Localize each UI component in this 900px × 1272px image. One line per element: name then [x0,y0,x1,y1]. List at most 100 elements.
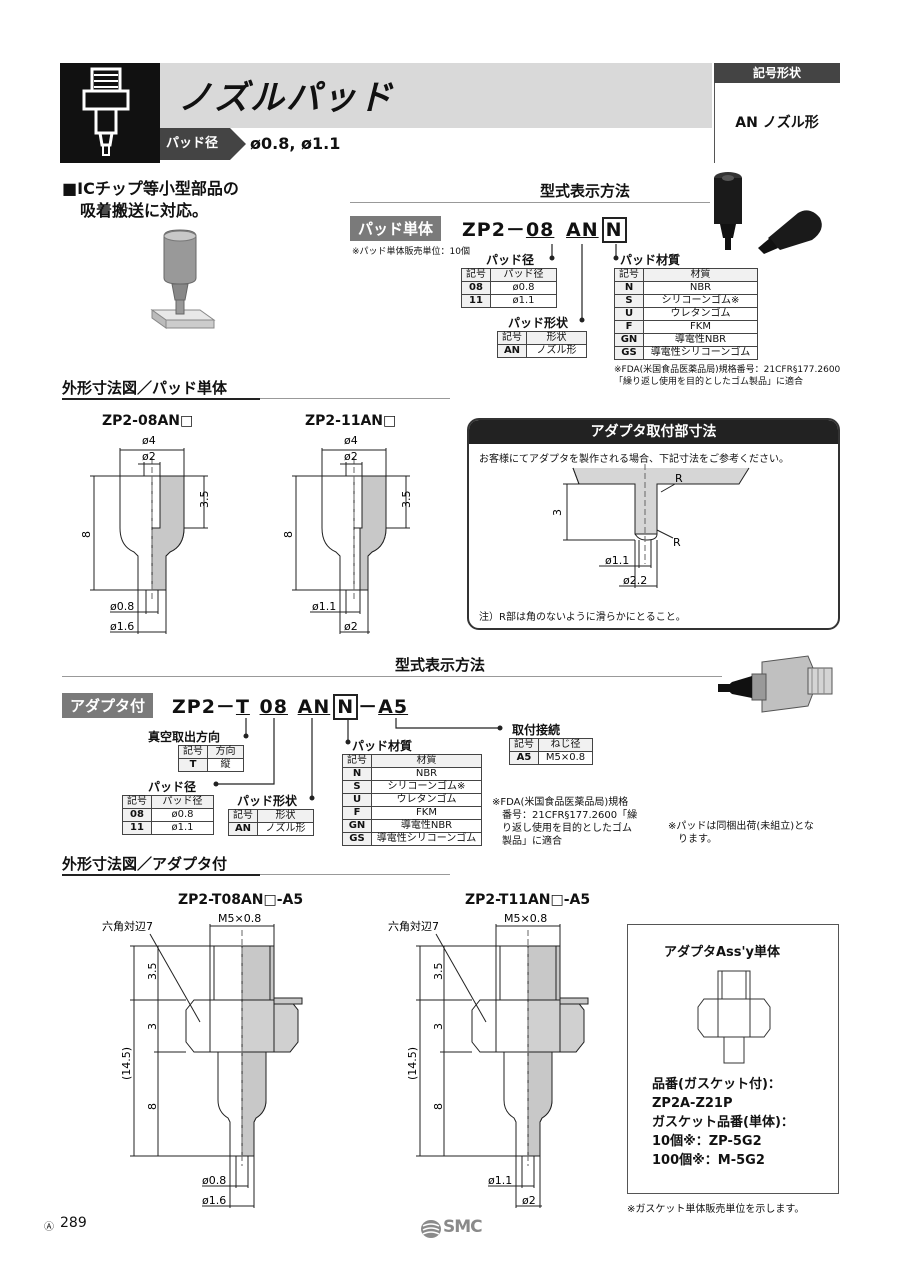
side-panel [714,63,840,163]
table-cell: 11 [122,821,152,835]
table-cell: AN [228,822,258,836]
table-cell: A5 [509,751,539,765]
order2-mount-title: 取付接続 [512,723,561,737]
table-cell: GN [614,333,644,347]
pad-illustration [150,229,216,329]
dims1-phi4-a: ø4 [142,434,156,447]
pad-dia-values: ø0.8, ø1.1 [250,134,341,153]
adapter-3: 3 [551,509,564,516]
adapter-box-title: アダプタ取付部寸法 [469,420,838,444]
adapter-box-drawing: R R 3 ø1.1 ø2.2 [551,464,750,588]
table-header: 材質 [643,268,758,282]
table-header: パッド径 [151,795,214,809]
dims1-fig1-title: ZP2-08AN□ [102,413,194,429]
order2-vac-title: 真空取出方向 [148,730,221,744]
order2-mat-title: パッド材質 [352,739,413,753]
assy-line-2: ZP2A-Z21P [652,1096,733,1111]
assy-title: アダプタAss'y単体 [664,945,780,960]
order1-leader-lines [549,244,619,323]
order2-code-a5: A5 [378,696,409,718]
table-header: 記号 [178,745,208,759]
dims2-m5-b: M5×0.8 [504,912,547,925]
order2-code-n: N [333,694,359,720]
page-mark-icon: Ⓐ [44,1222,54,1233]
order1-code-n: N [601,217,627,243]
table-cell: U [614,307,644,321]
table-cell: U [342,793,372,807]
order2-fda-4: 製品」に適合 [502,836,562,847]
dims2-3-b: 3 [432,1023,445,1030]
arrow-icon [230,128,246,160]
dims2-35-b: 3.5 [432,963,445,981]
order2-code-t: T [235,696,250,718]
order1-fda-2: 「繰り返し使用を目的としたゴム製品」に適合 [614,377,804,387]
order2-section-title: 型式表示方法 [395,656,486,674]
dims2-phi11: ø1.1 [488,1174,512,1187]
smc-logo-text: SMC [443,1217,483,1237]
order1-pad-dia-title: パッド径 [486,253,535,267]
order2-fda-3: り返し使用を目的としたゴム [502,823,632,834]
dims1-section-title: 外形寸法図／パッド単体 [62,379,228,397]
table-header: 記号 [497,331,527,345]
table-header: 記号 [342,754,372,768]
order1-note: ※パッド単体販売単位：10個 [352,247,470,257]
adapter-phi11: ø1.1 [605,554,629,567]
dims1-fig2-title: ZP2-11AN□ [305,413,397,429]
dims2-phi16: ø1.6 [202,1194,226,1207]
table-header: 記号 [122,795,152,809]
side-value: AN ノズル形 [735,115,819,131]
dims2-8-a: 8 [146,1103,159,1110]
dims2-145-a: (14.5) [120,1047,133,1080]
table-cell: 導電性シリコーンゴム [371,832,482,846]
table-cell: ノズル形 [257,822,314,836]
dims2-145-b: (14.5) [406,1047,419,1080]
adapter-box-note: 注）R部は角のないように滑らかにとること。 [479,612,686,623]
table-cell: F [342,806,372,820]
dims1-phi4-b: ø4 [344,434,358,447]
page-title: ノズルパッド [178,78,394,118]
adapter-photo-illustration [718,655,833,713]
table-header: パッド径 [490,268,557,282]
dims2-phi2: ø2 [522,1194,536,1207]
smc-logo-mark-icon [421,1220,441,1238]
page-number: 289 [60,1215,87,1231]
table-cell: 導電性NBR [643,333,758,347]
dims2-rule-thin [260,874,450,875]
nozzle-pad-icon [82,67,130,156]
adapter-dim-box: アダプタ取付部寸法 お客様にてアダプタを製作される場合、下記寸法をご参考ください… [467,418,840,630]
feature-text: ■ICチップ等小型部品の 吸着搬送に対応。 [62,178,239,222]
order2-shape-title: パッド形状 [237,794,298,808]
table-cell: ø1.1 [490,294,557,308]
dims1-phi2-a: ø2 [142,450,156,463]
adapter-r-1: R [675,472,683,485]
adapter-r-2: R [673,536,681,549]
dims2-section-title: 外形寸法図／アダプタ付 [62,855,228,873]
adapter-phi22: ø2.2 [623,574,647,587]
table-cell: F [614,320,644,334]
order1-fda-1: ※FDA(米国食品医薬品局)規格番号：21CFR§177.2600 [614,365,841,375]
header-icon-block [60,63,160,163]
pad-photo-illustration [714,172,822,254]
table-cell: ø0.8 [490,281,557,295]
table-cell: 08 [122,808,152,822]
dims1-35-b: 3.5 [400,491,413,509]
order1-code-an: AN [566,219,599,241]
order2-ship-note: ※パッドは同梱出荷(未組立)とな ります。 [668,820,814,846]
dims1-35-a: 3.5 [198,491,211,509]
feature-line-1: ■ICチップ等小型部品の [62,179,239,198]
table-cell: N [614,281,644,295]
table-header: 形状 [257,809,314,823]
dims1-phi2-b: ø2 [344,450,358,463]
table-cell: FKM [643,320,758,334]
dims2-fig1-title: ZP2-T08AN□-A5 [178,892,304,908]
table-cell: GN [342,819,372,833]
order2-code-08: 08 [259,696,288,718]
assy-parts: 品番(ガスケット付)： ZP2A-Z21P ガスケット品番(単体)： 10個※：… [652,1075,794,1170]
dims2-drawing: 六角対辺7 M5×0.8 3.5 3 (14.5) 8 ø0.8 ø1.6 六角… [102,912,589,1208]
order2-rule [62,676,722,677]
dims1-rule [62,398,260,400]
